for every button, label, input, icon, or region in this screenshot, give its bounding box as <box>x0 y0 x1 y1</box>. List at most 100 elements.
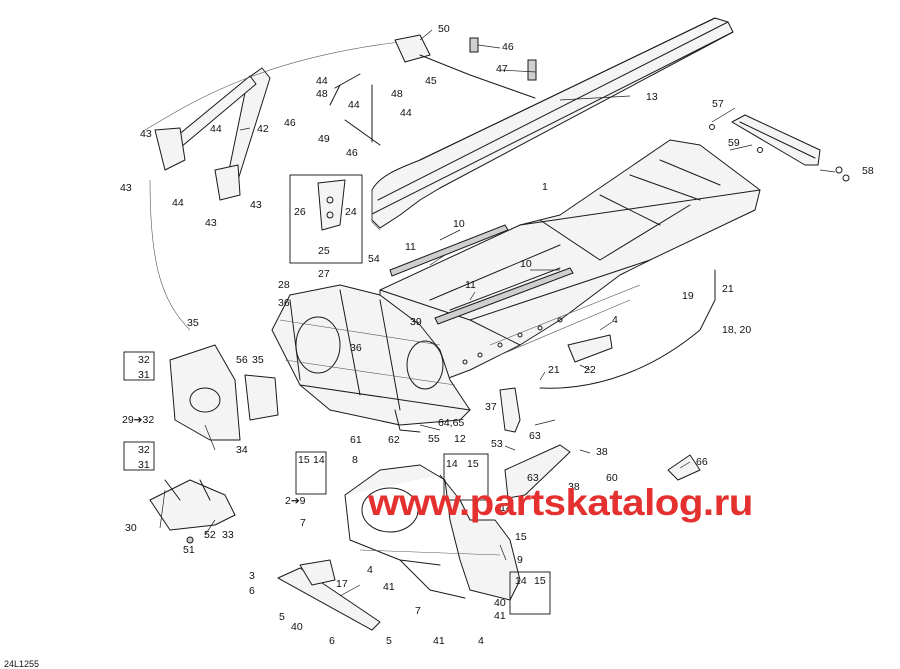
callout-38: 38 <box>596 446 608 458</box>
callout-25: 25 <box>318 245 330 257</box>
callout-44: 44 <box>172 197 184 209</box>
callout-11: 11 <box>405 241 416 253</box>
callout-62: 62 <box>388 434 400 446</box>
right-side-parts <box>499 269 716 499</box>
callout-21: 21 <box>548 364 560 376</box>
callout-14: 14 <box>500 502 512 514</box>
callout-36: 36 <box>278 297 290 309</box>
callout-26: 26 <box>294 206 306 218</box>
callout-47: 47 <box>496 63 508 75</box>
callout-31: 31 <box>138 459 150 471</box>
steering-column-part <box>144 41 401 331</box>
front-bumper-bracket-part <box>169 344 279 441</box>
tunnel-rail-part <box>371 17 734 231</box>
callout-54: 54 <box>368 253 380 265</box>
callout-39: 39 <box>410 316 422 328</box>
callout-1: 1 <box>542 181 548 193</box>
callout-55: 55 <box>428 433 440 445</box>
callout-28: 28 <box>278 279 290 291</box>
callout-61: 61 <box>350 434 362 446</box>
skid-plate-part <box>277 559 381 631</box>
callout-42: 42 <box>257 123 269 135</box>
callout-44: 44 <box>400 107 412 119</box>
callout-22: 22 <box>584 364 596 376</box>
callout-52: 52 <box>204 529 216 541</box>
inset-32-31-box-b <box>123 441 155 471</box>
callout-5: 5 <box>279 611 285 623</box>
callout-38: 38 <box>568 481 580 493</box>
slide-rails-part <box>389 224 574 325</box>
callout-63: 63 <box>527 472 539 484</box>
callout-43: 43 <box>140 128 152 140</box>
inset-32-31-box-a <box>123 351 155 381</box>
callout-48: 48 <box>391 88 403 100</box>
callout-37: 37 <box>485 401 497 413</box>
callout-46: 46 <box>346 147 358 159</box>
callout-44: 44 <box>348 99 360 111</box>
callout-5: 5 <box>386 635 392 647</box>
callout-18-20: 18, 20 <box>722 324 751 336</box>
callout-27: 27 <box>318 268 330 280</box>
callout-3: 3 <box>249 570 255 582</box>
callout-14: 14 <box>313 454 325 466</box>
callout-7: 7 <box>300 517 306 529</box>
callout-15: 15 <box>534 575 546 587</box>
callout-49: 49 <box>318 133 330 145</box>
inset-15-14-box-a <box>295 451 327 495</box>
callout-64-65: 64,65 <box>438 417 464 429</box>
inset-14-15-box-b <box>443 453 489 501</box>
callout-35: 35 <box>252 354 264 366</box>
callout-41: 41 <box>494 610 506 622</box>
callout-15: 15 <box>515 531 527 543</box>
callout-59: 59 <box>728 137 740 149</box>
callout-13: 13 <box>646 91 658 103</box>
callout-7: 7 <box>415 605 421 617</box>
callout-66: 66 <box>696 456 708 468</box>
callout-63: 63 <box>529 430 541 442</box>
callout-4: 4 <box>367 564 373 576</box>
front-suspension-frame-part <box>344 464 521 601</box>
callout-9: 9 <box>517 554 523 566</box>
callout-45: 45 <box>425 75 437 87</box>
callout-46: 46 <box>502 41 514 53</box>
callout-15: 15 <box>298 454 310 466</box>
callout-51: 51 <box>183 544 195 556</box>
callout-6: 6 <box>249 585 255 597</box>
callout-19: 19 <box>682 290 694 302</box>
callout-32: 32 <box>138 354 150 366</box>
callout-8: 8 <box>352 454 358 466</box>
bracket-plate-part <box>317 179 346 231</box>
callout-4: 4 <box>612 314 618 326</box>
callout-40: 40 <box>291 621 303 633</box>
callout-24: 24 <box>345 206 357 218</box>
callout-57: 57 <box>712 98 724 110</box>
callout-46: 46 <box>284 117 296 129</box>
callout-56: 56 <box>236 354 248 366</box>
callout-43: 43 <box>120 182 132 194</box>
callout-2-9: 2➔9 <box>285 495 306 507</box>
callout-4: 4 <box>478 635 484 647</box>
callout-17: 17 <box>336 578 348 590</box>
callout-32: 32 <box>138 444 150 456</box>
callout-33: 33 <box>222 529 234 541</box>
callout-10: 10 <box>453 218 465 230</box>
inset-bracket-box <box>289 174 363 264</box>
callout-60: 60 <box>606 472 618 484</box>
callout-14: 14 <box>515 575 527 587</box>
callout-labels: 50 46 47 45 13 44 48 48 44 46 49 46 44 4… <box>120 23 874 647</box>
diagram-code: 24L1255 <box>4 659 40 669</box>
callout-50: 50 <box>438 23 450 35</box>
watermark-text: www.partskatalog.ru <box>368 482 753 523</box>
callout-36: 36 <box>350 342 362 354</box>
callout-58: 58 <box>862 165 874 177</box>
leader-lines <box>159 29 836 597</box>
callout-31: 31 <box>138 369 150 381</box>
callout-43: 43 <box>205 217 217 229</box>
callout-29-32: 29➔32 <box>122 414 154 426</box>
callout-34: 34 <box>236 444 248 456</box>
lower-bracket-part <box>149 479 236 544</box>
callout-41: 41 <box>383 581 395 593</box>
front-frame-part <box>271 284 471 433</box>
callout-12: 12 <box>454 433 466 445</box>
